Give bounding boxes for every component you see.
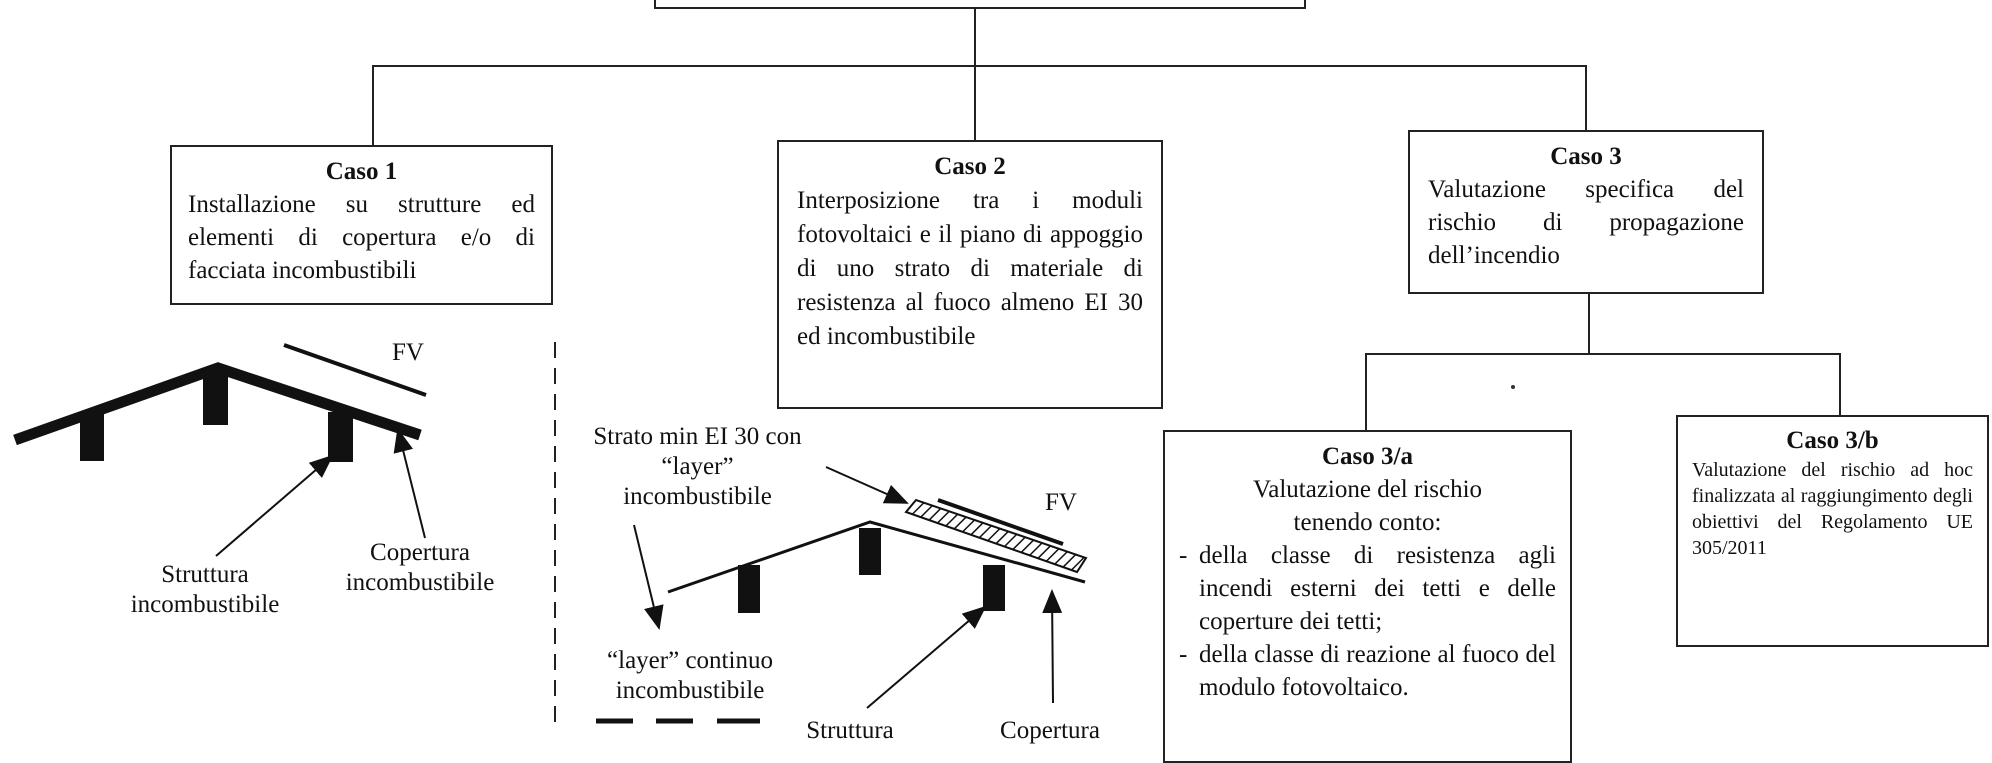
case-3-title: Caso 3 <box>1550 143 1622 170</box>
case-1-title: Caso 1 <box>325 158 398 185</box>
roof-figure-1 <box>13 343 427 557</box>
case-3a-item-1: della classe di resistenza agli incendi … <box>1179 539 1556 638</box>
fig1-struttura-label: Struttura incombustibile <box>130 561 280 618</box>
case-3b-text: Valutazione del rischio ad hoc finalizza… <box>1692 459 1973 559</box>
case-3b-title: Caso 3/b <box>1786 427 1879 454</box>
fig2-layer-label: “layer” continuo incombustibile <box>607 647 773 704</box>
case-3b-box: Caso 3/b Valutazione del rischio ad hoc … <box>1676 415 1989 647</box>
case-1-text: Installazione su strutture ed elementi d… <box>188 191 535 284</box>
tree-connectors <box>372 8 1841 432</box>
case-1-box: Caso 1 Installazione su strutture ed ele… <box>170 145 553 305</box>
roof-figure-2 <box>596 466 1088 724</box>
case-3a-title: Caso 3/a <box>1322 443 1413 470</box>
case-3-box: Caso 3 Valutazione specifica del rischio… <box>1408 130 1764 294</box>
fig1-copertura-label: Copertura incombustibile <box>345 539 495 596</box>
case-3a-item-2: della classe di reazione al fuoco del mo… <box>1179 638 1556 704</box>
fig2-copertura-label: Copertura <box>1000 717 1100 744</box>
case-2-title: Caso 2 <box>934 153 1006 180</box>
case-3-text: Valutazione specifica del rischio di pro… <box>1428 176 1744 269</box>
case-2-text: Interposizione tra i moduli fotovoltaici… <box>797 187 1143 350</box>
case-2-box: Caso 2 Interposizione tra i moduli fotov… <box>777 140 1163 409</box>
case-3a-box: Caso 3/a Valutazione del rischio tenendo… <box>1163 430 1572 763</box>
fig1-fv-label: FV <box>392 339 424 366</box>
fig2-strato-label: Strato min EI 30 con “layer” incombustib… <box>593 423 802 510</box>
case-3a-intro: Valutazione del rischio tenendo conto: <box>1252 476 1483 536</box>
stray-dot <box>1511 385 1515 389</box>
fig2-fv-label: FV <box>1045 489 1077 516</box>
top-box-edge <box>654 0 1306 9</box>
fig2-struttura-label: Struttura <box>806 717 894 744</box>
